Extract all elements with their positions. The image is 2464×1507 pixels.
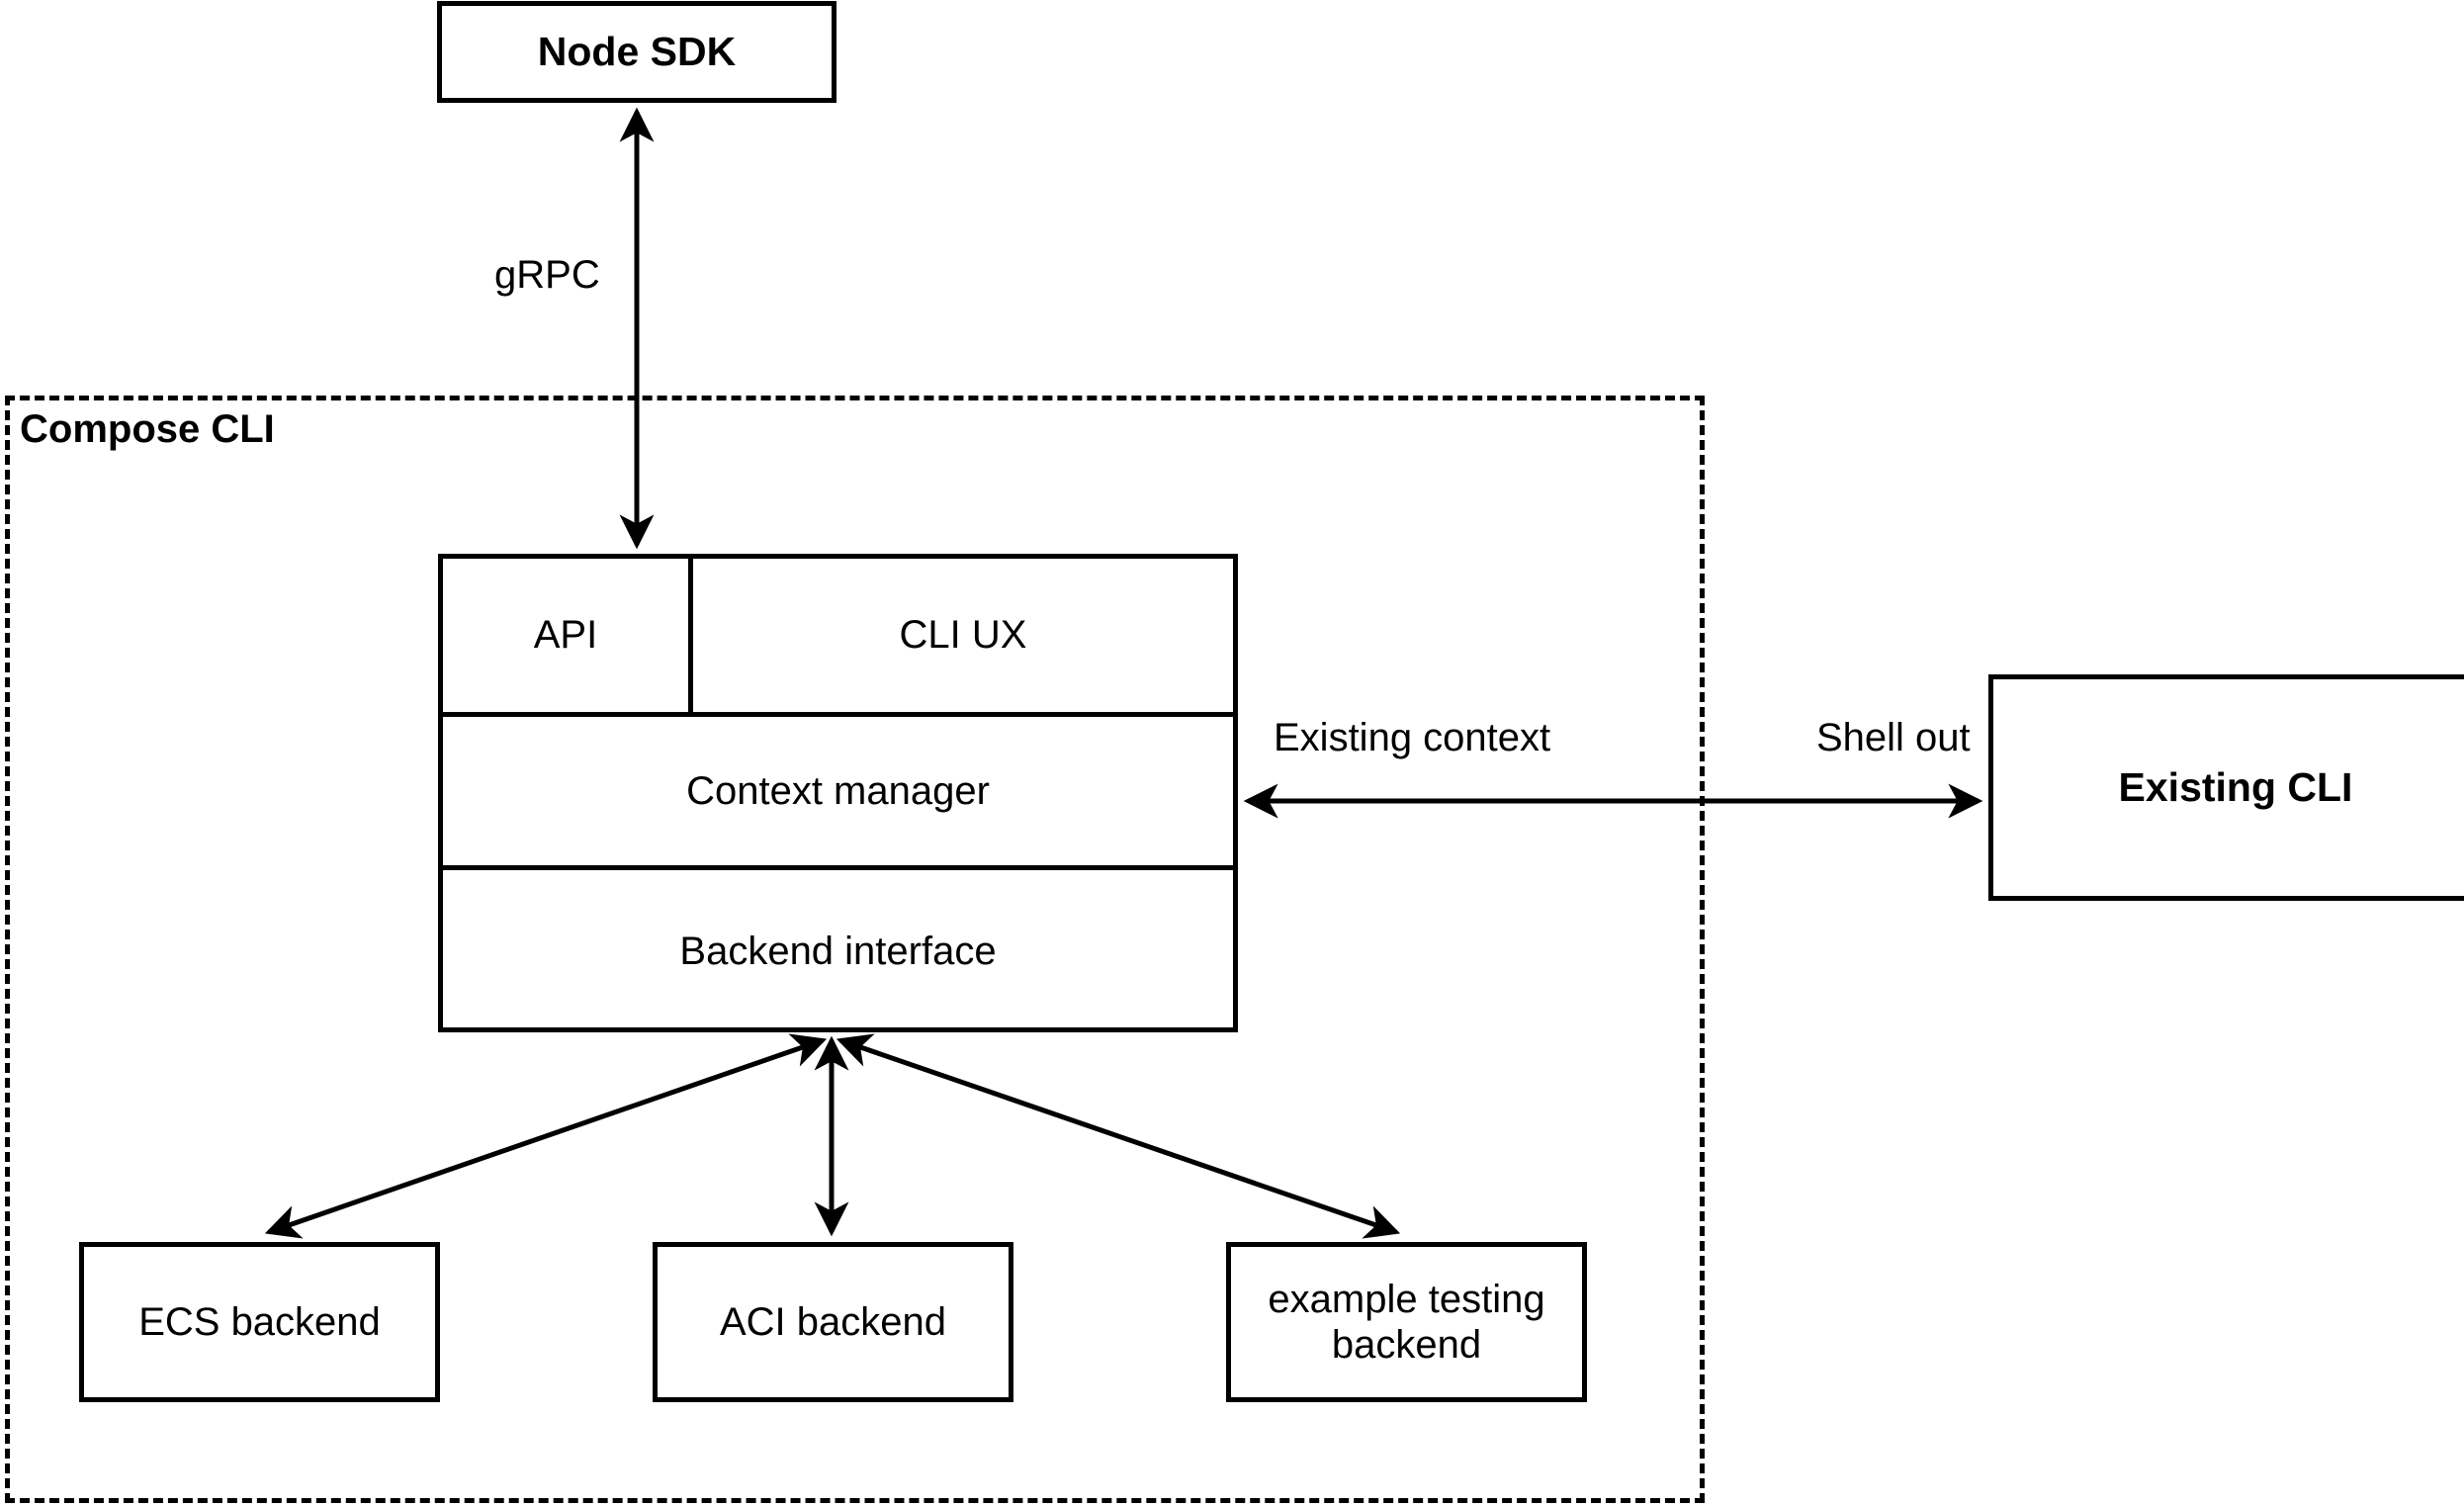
compose-cli-container bbox=[5, 396, 1705, 1503]
cli-ux-cell: CLI UX bbox=[693, 559, 1233, 712]
context-manager-row: Context manager bbox=[443, 717, 1233, 870]
example-testing-backend-label: example testing backend bbox=[1268, 1277, 1545, 1367]
edge-label-existing-context: Existing context bbox=[1274, 716, 1551, 759]
example-testing-backend-box: example testing backend bbox=[1226, 1242, 1587, 1402]
existing-cli-box: Existing CLI bbox=[1988, 674, 2464, 901]
api-cell: API bbox=[443, 559, 693, 712]
core-stack: API CLI UX Context manager Backend inter… bbox=[438, 554, 1238, 1032]
node-sdk-label: Node SDK bbox=[537, 28, 737, 74]
compose-cli-title: Compose CLI bbox=[20, 407, 275, 451]
existing-cli-label: Existing CLI bbox=[2118, 763, 2353, 810]
ecs-backend-label: ECS backend bbox=[138, 1299, 381, 1344]
node-sdk-box: Node SDK bbox=[437, 1, 836, 103]
context-manager-label: Context manager bbox=[686, 768, 990, 813]
backend-interface-row: Backend interface bbox=[443, 870, 1233, 1032]
cli-ux-label: CLI UX bbox=[899, 613, 1027, 657]
edge-label-shell-out: Shell out bbox=[1816, 716, 1971, 759]
api-label: API bbox=[533, 613, 598, 657]
backend-interface-label: Backend interface bbox=[679, 929, 997, 973]
aci-backend-box: ACI backend bbox=[653, 1242, 1013, 1402]
edge-label-grpc: gRPC bbox=[494, 253, 600, 297]
ecs-backend-box: ECS backend bbox=[79, 1242, 440, 1402]
stack-row-api-cliux: API CLI UX bbox=[443, 559, 1233, 717]
aci-backend-label: ACI backend bbox=[719, 1299, 947, 1344]
